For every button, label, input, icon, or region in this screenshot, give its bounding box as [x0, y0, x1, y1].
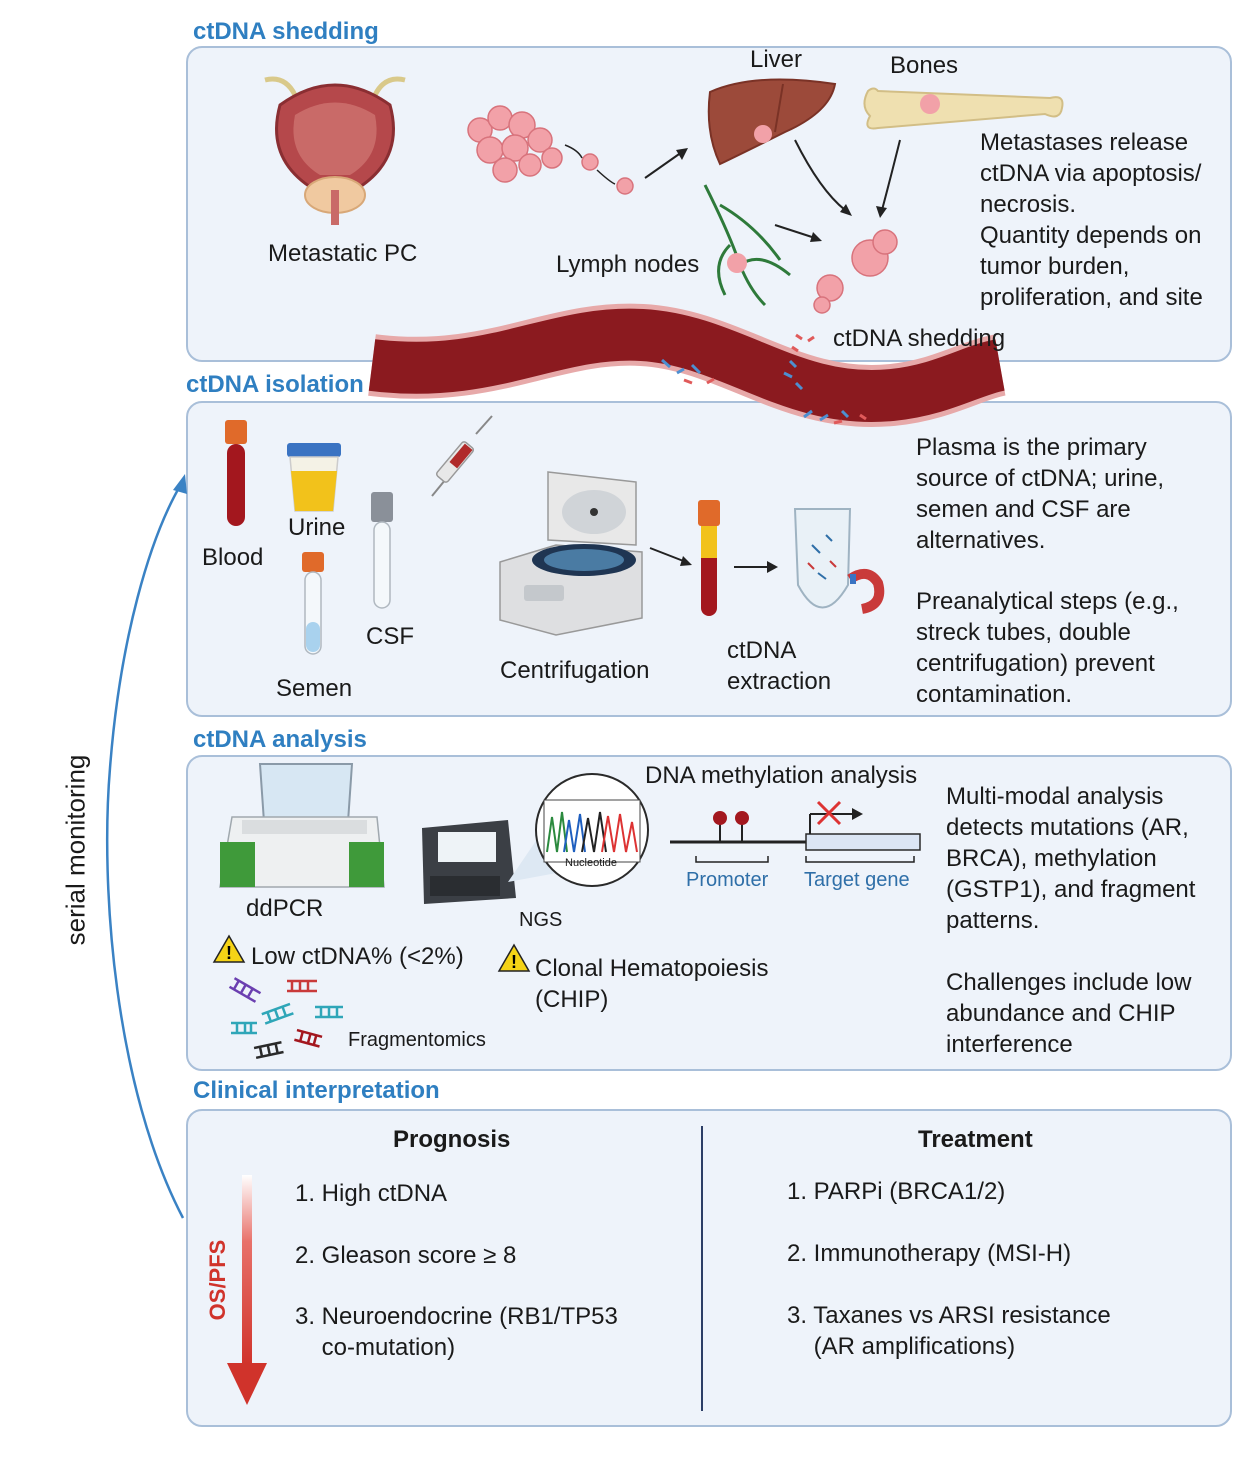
semen-tube-illustration — [302, 552, 324, 655]
ddpcr-machine-illustration — [219, 763, 385, 888]
fragmentomics-illustration — [228, 977, 343, 1060]
semen-label: Semen — [276, 675, 353, 702]
centrifugation-label: Centrifugation — [500, 657, 650, 684]
warning-icon: ! — [212, 934, 246, 963]
isolation-description-1: Plasma is the primary source of ctDNA; u… — [916, 434, 1165, 554]
column-divider — [701, 1126, 703, 1411]
ddpcr-label: ddPCR — [246, 895, 324, 922]
analysis-description-1: Multi-modal analysis detects mutations (… — [946, 783, 1196, 934]
fragmentomics-label: Fragmentomics — [348, 1029, 486, 1051]
clinical-section-title: Clinical interpretation — [193, 1077, 440, 1104]
csf-label: CSF — [366, 623, 414, 650]
ctdna-shedding-label: ctDNA shedding — [833, 325, 1006, 352]
bone-illustration — [863, 87, 1064, 130]
ngs-machine-illustration — [422, 820, 516, 904]
ngs-chromatogram-illustration — [508, 773, 649, 887]
os-pfs-label-box: OS/PFS — [196, 1230, 240, 1330]
isolation-arrows — [649, 547, 778, 573]
methylation-diagram — [670, 800, 921, 863]
tumor-cluster-illustration — [467, 105, 688, 195]
metastatic-pc-label: Metastatic PC — [268, 240, 418, 267]
prostate-illustration — [264, 76, 406, 225]
os-pfs-arrow — [227, 1175, 267, 1405]
liver-illustration — [707, 78, 837, 166]
isolation-section-title: ctDNA isolation — [186, 371, 364, 398]
treatment-item-1: 1. PARPi (BRCA1/2) — [787, 1178, 1006, 1205]
clinical-panel — [186, 1109, 1232, 1427]
os-pfs-label: OS/PFS — [205, 1239, 230, 1321]
nucleotide-label: Nucleotide — [565, 857, 617, 869]
analysis-description-2: Challenges include low abundance and CHI… — [946, 969, 1192, 1058]
treatment-header: Treatment — [918, 1126, 1033, 1153]
lymph-nodes-illustration — [703, 184, 791, 307]
methylation-title: DNA methylation analysis — [645, 762, 918, 789]
prognosis-item-2: 2. Gleason score ≥ 8 — [295, 1242, 517, 1269]
centrifuge-illustration — [499, 471, 643, 636]
isolation-description-2: Preanalytical steps (e.g., streck tubes,… — [916, 588, 1179, 708]
lymph-nodes-label: Lymph nodes — [556, 251, 700, 278]
low-ctdna-label: Low ctDNA% (<2%) — [251, 943, 464, 970]
shedding-description: Metastases release ctDNA via apoptosis/ … — [980, 129, 1203, 311]
serial-monitoring-label: serial monitoring — [60, 754, 91, 946]
svg-text:!: ! — [511, 952, 517, 972]
urine-label: Urine — [288, 514, 346, 541]
serial-monitoring-label-box: serial monitoring — [56, 745, 96, 955]
csf-tube-illustration — [371, 492, 393, 609]
shedding-section-title: ctDNA shedding — [193, 18, 379, 45]
chip-label: Clonal Hematopoiesis (CHIP) — [535, 955, 769, 1013]
urine-cup-illustration — [287, 443, 341, 512]
treatment-item-2: 2. Immunotherapy (MSI-H) — [787, 1240, 1072, 1267]
treatment-item-3: 3. Taxanes vs ARSI resistance (AR amplif… — [787, 1302, 1111, 1360]
target-gene-label: Target gene — [804, 869, 910, 891]
ngs-label: NGS — [519, 909, 563, 931]
analysis-panel — [186, 755, 1232, 1071]
blood-label: Blood — [202, 544, 264, 571]
prognosis-item-3: 3. Neuroendocrine (RB1/TP53 co-mutation) — [295, 1303, 618, 1361]
serial-monitoring-arrow — [105, 474, 187, 1219]
analysis-section-title: ctDNA analysis — [193, 726, 367, 753]
extraction-label: ctDNA extraction — [727, 637, 832, 695]
plasma-tube-illustration — [698, 500, 720, 616]
promoter-label: Promoter — [686, 869, 769, 891]
blood-tube-illustration — [225, 420, 247, 526]
blood-vessel-illustration — [368, 303, 1007, 428]
prognosis-item-1: 1. High ctDNA — [295, 1180, 448, 1207]
bones-label: Bones — [890, 52, 959, 79]
metastasis-arrows — [774, 139, 901, 314]
liver-label: Liver — [750, 46, 803, 73]
svg-text:!: ! — [226, 943, 232, 963]
syringe-illustration — [431, 415, 493, 497]
prognosis-header: Prognosis — [393, 1126, 511, 1153]
extraction-tube-illustration — [793, 508, 885, 614]
warning-icon: ! — [497, 943, 531, 972]
